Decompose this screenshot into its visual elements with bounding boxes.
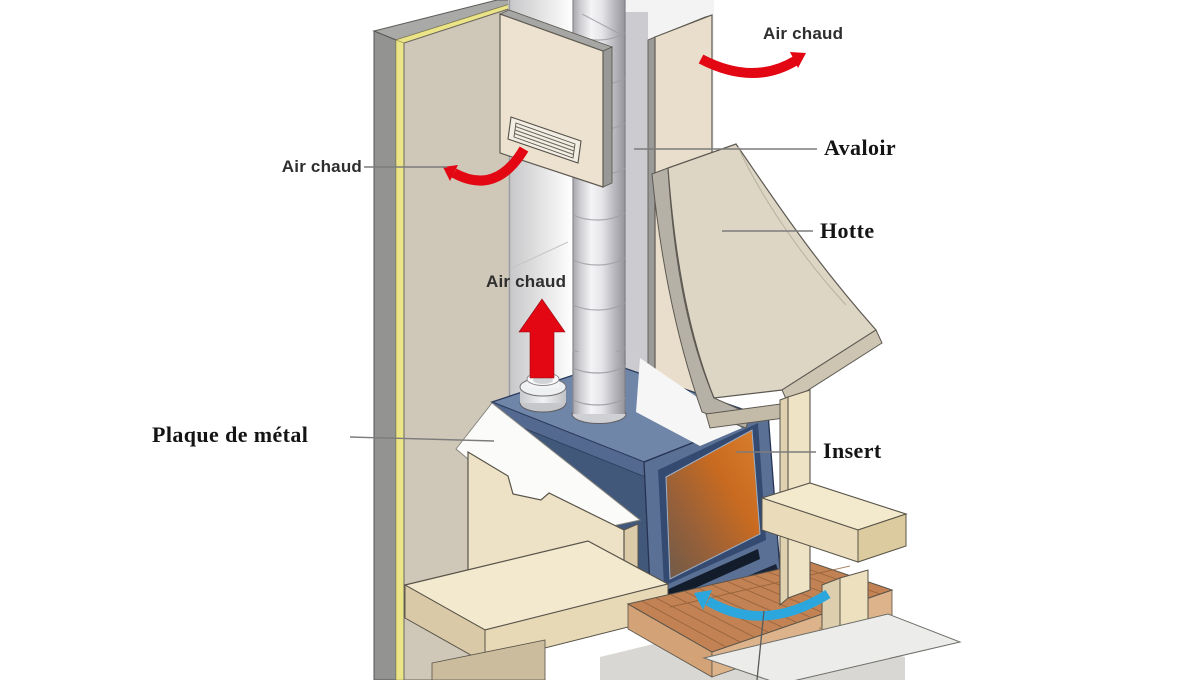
mantel-shelf [760, 482, 908, 563]
hot-air-arrow-middle [518, 298, 566, 379]
insert-vent-slot [662, 549, 760, 602]
label-plaque-de-metal: Plaque de métal [152, 422, 309, 447]
hot-air-arrow-top-right [698, 52, 806, 78]
leader-plaque-de-metal [349, 436, 495, 442]
casing-front-panel [498, 9, 614, 188]
label-avaloir: Avaloir [824, 135, 897, 160]
hot-air-outlet-collar [519, 372, 567, 413]
hot-air-vent-grille [507, 116, 582, 164]
base-slab [702, 613, 962, 680]
hot-air-arrow-left [443, 146, 529, 186]
insulation-layer [395, 39, 405, 680]
cold-air-intake-arrow [694, 589, 831, 621]
hood [651, 143, 883, 429]
label-hotte: Hotte [820, 218, 875, 243]
label-air-chaud-middle: Air chaud [486, 272, 567, 291]
leader-lines [349, 148, 817, 453]
hearth-bench [403, 540, 670, 680]
label-air-chaud-left: Air chaud [281, 157, 362, 176]
bottom-leader-line [756, 610, 765, 680]
label-air-chaud-top: Air chaud [763, 24, 844, 43]
firebox-glass [665, 429, 761, 580]
label-insert: Insert [823, 438, 882, 463]
